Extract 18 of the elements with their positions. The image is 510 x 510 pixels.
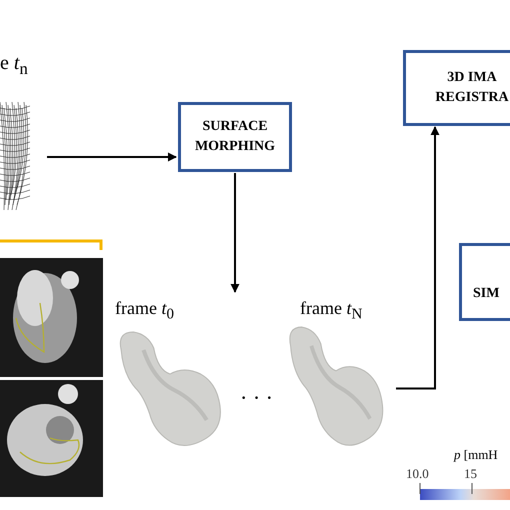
- frame-label: frame t$_{0}$: [115, 298, 174, 324]
- process-box: [178, 102, 292, 172]
- ellipsis: · · ·: [240, 385, 273, 411]
- process-box: [459, 243, 510, 321]
- arrow: [230, 173, 240, 293]
- arrow: [396, 126, 440, 390]
- photo-placeholder: [0, 380, 103, 497]
- tick-label: 10.0: [406, 466, 429, 482]
- tick-label: 15: [464, 466, 477, 482]
- photo-placeholder: [0, 258, 103, 377]
- box-label: SIM: [473, 284, 500, 303]
- frame-label: e t$_{n}$: [0, 52, 28, 79]
- arrow: [47, 152, 177, 162]
- frame-label: frame t$_{N}$: [300, 298, 362, 324]
- box-label: 3D IMA REGISTRA: [434, 68, 510, 107]
- colorbar-title: p [mmH: [454, 447, 498, 463]
- box-label: SURFACE MORPHING: [194, 118, 276, 156]
- process-box: [403, 50, 510, 126]
